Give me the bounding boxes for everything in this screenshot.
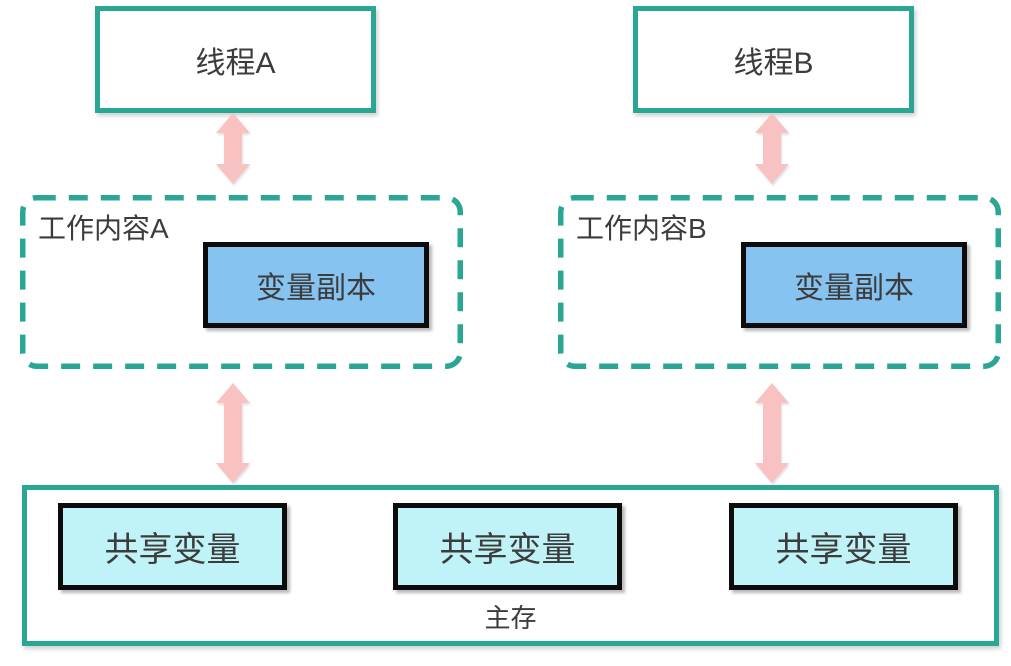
thread-a-label: 线程A [195,46,276,80]
variable-copy-a-node: 变量副本 [203,242,429,328]
shared-variable-3-label: 共享变量 [775,531,912,569]
workspace-a-node: 工作内容A 变量副本 [20,195,463,369]
variable-copy-a-label: 变量副本 [256,272,376,305]
thread-b-label: 线程B [733,46,814,80]
dashed-border [558,195,1001,369]
shared-variable-2-node: 共享变量 [393,503,622,590]
shared-variable-1-label: 共享变量 [104,531,241,569]
bidirectional-arrow-workspace-a-main-memory [216,383,250,483]
shared-variable-2-label: 共享变量 [439,531,576,569]
shared-variable-3-node: 共享变量 [729,503,958,590]
arrow-shaft [763,403,781,463]
arrow-shaft [224,403,242,463]
workspace-b-label: 工作内容B [576,213,707,244]
thread-b-node: 线程B [633,6,914,113]
thread-a-node: 线程A [95,6,376,113]
main-memory-node: 共享变量 共享变量 共享变量 主存 [22,485,999,646]
shared-variable-1-node: 共享变量 [58,503,287,590]
bidirectional-arrow-thread-b-workspace-b [755,113,789,184]
workspace-a-label: 工作内容A [38,213,169,244]
main-memory-label: 主存 [484,603,537,633]
bidirectional-arrow-thread-a-workspace-a [216,113,250,184]
variable-copy-b-node: 变量副本 [741,242,967,328]
bidirectional-arrow-workspace-b-main-memory [755,383,789,483]
dashed-border [20,195,463,369]
arrow-shaft [224,133,242,164]
variable-copy-b-label: 变量副本 [794,272,914,305]
workspace-b-node: 工作内容B 变量副本 [558,195,1001,369]
arrow-shaft [763,133,781,164]
